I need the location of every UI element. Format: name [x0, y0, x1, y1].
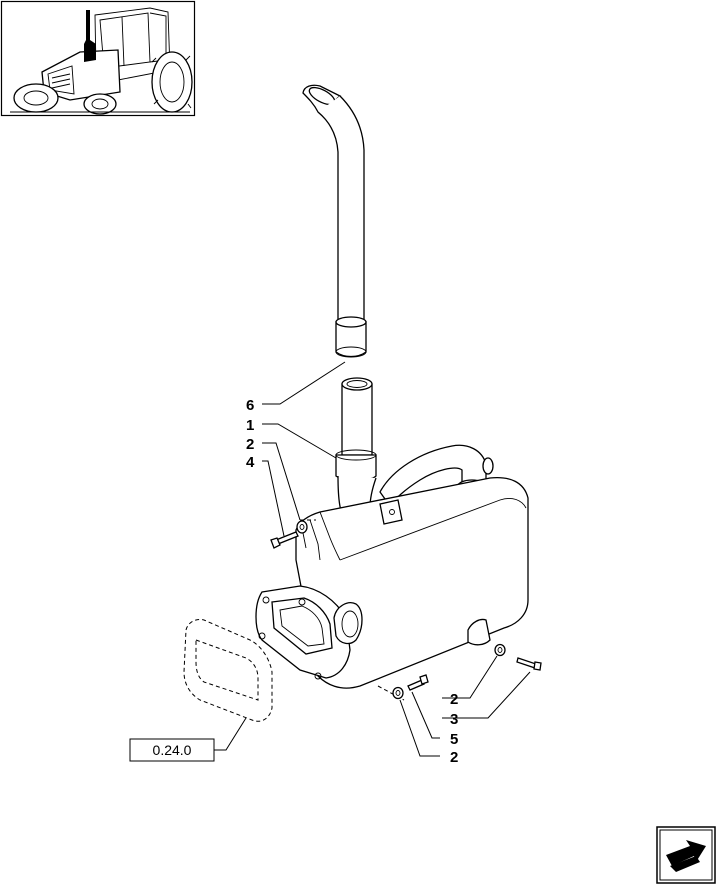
washer-bottom — [392, 686, 404, 700]
leader-lines — [214, 361, 531, 757]
washer-left — [296, 520, 308, 534]
tractor-thumbnail-icon[interactable] — [0, 0, 196, 117]
bolt-right — [516, 657, 542, 671]
callout-2-washer-left: 2 — [246, 436, 254, 453]
callout-2-washer-right: 2 — [450, 691, 458, 708]
callout-4: 4 — [246, 454, 255, 471]
callout-1: 1 — [246, 417, 254, 434]
washer-right — [494, 643, 506, 657]
callout-5: 5 — [450, 731, 458, 748]
reference-link-0-24-0[interactable]: 0.24.0 — [129, 738, 215, 762]
reference-label: 0.24.0 — [153, 742, 192, 758]
callout-3: 3 — [450, 711, 458, 728]
elbow-pipe-part-1 — [335, 377, 377, 523]
muffler-body — [255, 444, 529, 701]
callout-2-washer-bottom: 2 — [450, 749, 458, 766]
exhaust-pipe-part-6 — [302, 84, 367, 358]
bolt-bottom — [407, 674, 429, 691]
bolt-left — [270, 531, 299, 549]
gasket-reference — [183, 619, 273, 722]
next-page-arrow-icon[interactable] — [656, 826, 716, 884]
callout-6: 6 — [246, 397, 254, 414]
